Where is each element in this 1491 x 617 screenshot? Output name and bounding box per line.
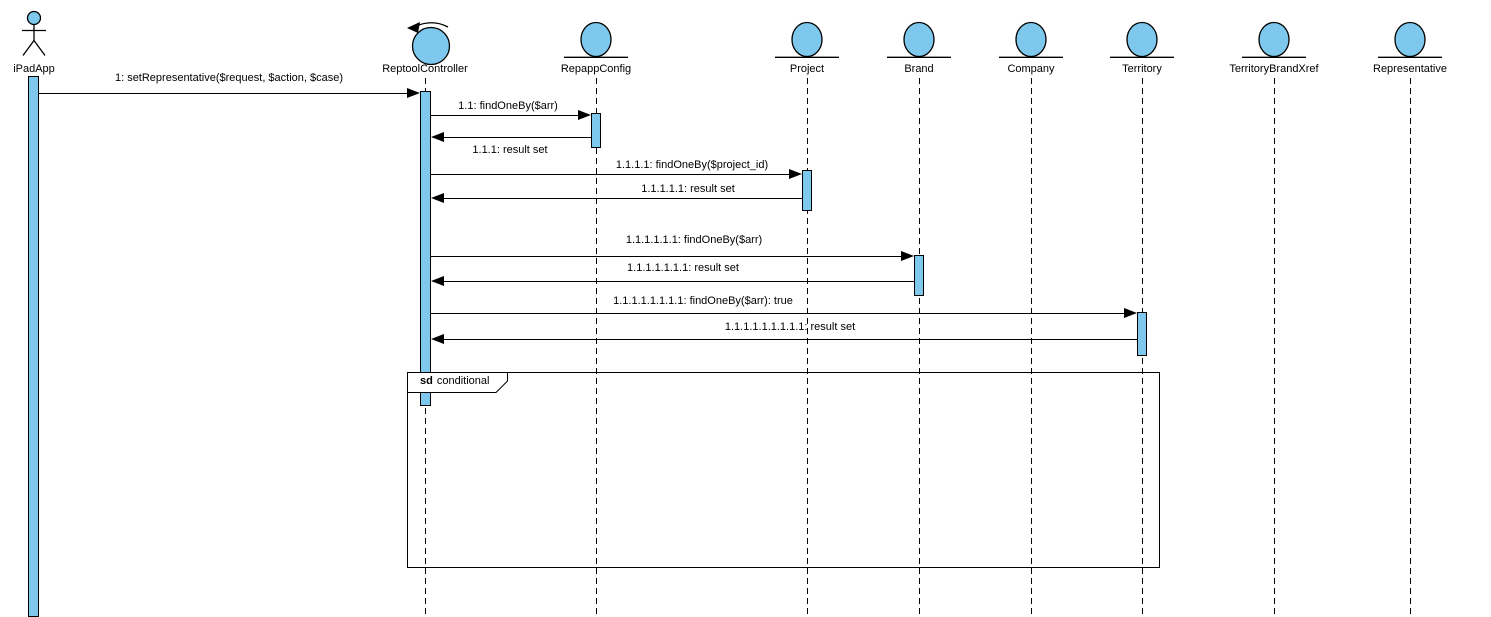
participant-brand[interactable]: Brand <box>849 8 989 76</box>
controller-icon <box>407 22 451 65</box>
message-line <box>431 313 1124 314</box>
lifeline-representative <box>1410 78 1411 617</box>
message-label[interactable]: 1.1.1.1.1.1.1: result set <box>627 262 739 274</box>
participant-company[interactable]: Company <box>961 8 1101 76</box>
participant-name: TerritoryBrandXref <box>1229 63 1319 75</box>
frame-operator: sd <box>420 375 433 387</box>
participant-name: Representative <box>1373 63 1447 75</box>
arrowhead-right-icon <box>789 169 802 179</box>
lifeline-territorybrandxref <box>1274 78 1275 617</box>
participant-ipadapp[interactable]: iPadApp <box>0 8 104 76</box>
message-line <box>444 137 591 138</box>
message-label[interactable]: 1: setRepresentative($request, $action, … <box>114 72 344 84</box>
participant-name: Brand <box>904 63 934 75</box>
message-label[interactable]: 1.1.1: result set <box>472 144 548 156</box>
activation-bar-ipadapp[interactable] <box>28 76 39 617</box>
participant-name: RepappConfig <box>560 63 632 75</box>
arrowhead-right-icon <box>901 251 914 261</box>
participant-territorybrandxref[interactable]: TerritoryBrandXref <box>1204 8 1344 76</box>
entity-icon <box>775 21 839 58</box>
message-label[interactable]: 1.1.1.1.1.1: findOneBy($arr) <box>625 234 763 246</box>
activation-bar-brand[interactable] <box>914 255 924 296</box>
activation-bar-reptoolcontroller[interactable] <box>420 91 431 406</box>
entity-icon <box>564 21 628 58</box>
lifeline-repappconfig <box>596 78 597 617</box>
participant-territory[interactable]: Territory <box>1072 8 1212 76</box>
arrowhead-right-icon <box>1124 308 1137 318</box>
message-line <box>444 339 1137 340</box>
message-label[interactable]: 1.1.1.1.1.1.1.1: findOneBy($arr): true <box>613 295 793 307</box>
message-line <box>431 256 901 257</box>
participant-project[interactable]: Project <box>737 8 877 76</box>
arrowhead-left-icon <box>431 334 444 344</box>
message-label[interactable]: 1.1.1.1.1.1.1.1.1: result set <box>724 321 856 333</box>
lifeline-brand <box>919 78 920 617</box>
frame-tab-pentagon <box>407 372 508 393</box>
participant-reptoolcontroller[interactable]: ReptoolController <box>355 8 495 76</box>
lifeline-company <box>1031 78 1032 617</box>
message-label[interactable]: 1.1.1.1: findOneBy($project_id) <box>615 159 769 171</box>
activation-bar-project[interactable] <box>802 170 812 211</box>
lifeline-project <box>807 78 808 617</box>
activation-bar-territory[interactable] <box>1137 312 1147 356</box>
participant-name: Project <box>789 63 825 75</box>
message-line <box>444 281 914 282</box>
entity-icon <box>1110 21 1174 58</box>
participant-name: Territory <box>1122 63 1162 75</box>
sd-conditional-frame[interactable] <box>407 372 1160 568</box>
participant-name: Company <box>1007 63 1055 75</box>
message-line <box>39 93 407 94</box>
participant-name: ReptoolController <box>382 63 468 75</box>
arrowhead-left-icon <box>431 132 444 142</box>
entity-icon <box>887 21 951 58</box>
entity-icon <box>999 21 1063 58</box>
entity-icon <box>1378 21 1442 58</box>
arrowhead-left-icon <box>431 193 444 203</box>
entity-icon <box>1242 21 1306 58</box>
message-line <box>431 174 789 175</box>
participant-name: iPadApp <box>13 63 55 75</box>
message-line <box>431 115 578 116</box>
arrowhead-right-icon <box>578 110 591 120</box>
message-label[interactable]: 1.1.1.1.1: result set <box>641 183 735 195</box>
actor-icon <box>22 10 46 56</box>
message-line <box>444 198 802 199</box>
frame-name: conditional <box>436 375 490 387</box>
activation-bar-repappconfig[interactable] <box>591 113 601 148</box>
arrowhead-right-icon <box>407 88 420 98</box>
participant-representative[interactable]: Representative <box>1340 8 1480 76</box>
arrowhead-left-icon <box>431 276 444 286</box>
message-label[interactable]: 1.1: findOneBy($arr) <box>458 100 558 112</box>
participant-repappconfig[interactable]: RepappConfig <box>526 8 666 76</box>
